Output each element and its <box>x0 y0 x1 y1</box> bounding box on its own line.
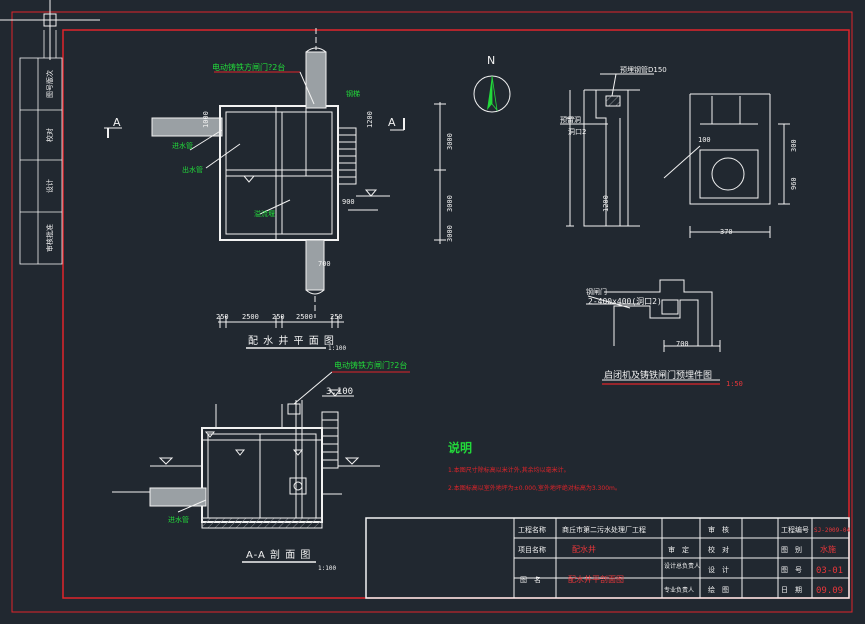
notes-heading: 说明 <box>448 440 472 455</box>
plan-dim-s0: 3000 <box>446 133 454 150</box>
plan-dim-s2: 3000 <box>446 225 454 242</box>
north-arrow <box>473 75 511 113</box>
section-view[interactable] <box>112 371 410 529</box>
plan-caption: 配 水 井 平 面 图 <box>248 334 335 347</box>
tb-r3: 校 对 <box>708 545 729 554</box>
plan-dim-b4: 250 <box>330 313 343 321</box>
plan-label-inlet: 进水管 <box>172 141 193 150</box>
north-arrow-letter: N <box>487 54 495 67</box>
section-label-pipe: 进水管 <box>168 515 189 524</box>
plan-bottom-pipe <box>305 239 325 291</box>
tb-code-value: SJ-2009-04 <box>814 527 851 534</box>
plan-dim-b3: 2500 <box>296 313 313 321</box>
detail-label-left2: 洞口2 <box>568 127 586 136</box>
detail-dim-370: 370 <box>720 228 733 236</box>
section-callout: 电动铸铁方闸门?2台 <box>334 360 407 370</box>
inner-frame <box>62 29 850 599</box>
tb-project-label: 工程名称 <box>518 525 546 534</box>
tb-r5: 设计总负责人 <box>664 562 700 570</box>
section-inlet-pipe <box>149 487 207 507</box>
crosshair-cursor <box>0 0 100 60</box>
margin-cell-1: 图号版次 <box>45 70 54 98</box>
tb-date-label: 日 期 <box>781 586 802 594</box>
tb-date-value: 09.09 <box>816 586 843 596</box>
detail-caption: 启闭机及铸铁闸门预埋件图 <box>604 369 712 381</box>
plan-dim-s1: 3000 <box>446 195 454 212</box>
tb-code-label: 工程编号 <box>781 525 809 534</box>
section-scale: 1:100 <box>318 565 336 572</box>
detail-view[interactable] <box>560 73 790 381</box>
detail-dim-100: 100 <box>698 136 711 144</box>
plan-dim-700: 700 <box>318 260 331 268</box>
plan-inlet-pipe <box>151 117 223 137</box>
notes-line-2: 2.本图标高以室外地坪为±0.000,室外地坪绝对标高为3.300m。 <box>448 484 621 492</box>
plan-section-mark-left: A <box>113 116 121 129</box>
tb-item-label: 项目名称 <box>518 545 546 554</box>
plan-dim-b2: 250 <box>272 313 285 321</box>
title-block <box>365 517 850 599</box>
detail-label-top: 预埋钢管D150 <box>620 65 667 74</box>
tb-r4: 设 计 <box>708 565 729 574</box>
plan-dim-inlet: 1000 <box>202 111 210 128</box>
section-elevation: 3.100 <box>326 387 353 397</box>
plan-dim-right: 1200 <box>366 111 374 128</box>
detail-dim-v0: 1200 <box>602 195 610 212</box>
detail-label-embed: 2-400x400(洞口2) <box>588 296 662 306</box>
tb-no-value: 03-01 <box>816 566 843 576</box>
plan-dim-b1: 2500 <box>242 313 259 321</box>
plan-dim-b0: 250 <box>216 313 229 321</box>
tb-no-label: 图 号 <box>781 566 802 574</box>
detail-dim-v1: 300 <box>790 139 798 152</box>
binding-margin <box>19 30 63 265</box>
detail-scale: 1:50 <box>726 380 743 388</box>
detail-dim-700: 700 <box>676 340 689 348</box>
tb-item-value: 配水井 <box>572 544 596 554</box>
tb-r7: 专业负责人 <box>664 586 694 594</box>
plan-label-outlet1: 出水管 <box>182 165 203 174</box>
plan-section-mark-right: A <box>388 116 396 129</box>
plan-view[interactable] <box>104 28 446 328</box>
plan-callout-top: 电动铸铁方闸门?2台 <box>212 62 285 72</box>
tb-r2: 审 定 <box>668 545 689 554</box>
tb-cat-label: 图 别 <box>781 545 802 554</box>
notes-line-1: 1.本图尺寸除标高以米计外,其余均以毫米计。 <box>448 466 570 474</box>
plan-label-stair: 钢梯 <box>346 89 360 98</box>
tb-cat-value: 水施 <box>820 544 836 554</box>
plan-tank <box>219 105 339 241</box>
plan-scale: 1:100 <box>328 345 346 352</box>
section-caption: A-A 剖 面 图 <box>246 548 311 561</box>
outer-frame <box>11 11 853 613</box>
tb-drawing-value: 配水井平剖面图 <box>568 574 624 584</box>
plan-label-weir: 溢流堰 <box>254 209 275 218</box>
margin-cell-4: 审核批准 <box>45 224 54 252</box>
tb-r1: 审 核 <box>708 525 729 534</box>
detail-label-left1: 预留洞 <box>560 115 581 124</box>
detail-label-gate: 钢闸门 <box>586 287 607 296</box>
plan-dim-900: 900 <box>342 198 355 206</box>
plan-top-pipe <box>305 51 327 109</box>
margin-cell-2: 校对 <box>45 128 54 142</box>
detail-dim-v2: 960 <box>790 177 798 190</box>
detail-pipe-circle <box>711 157 745 191</box>
margin-cell-3: 设计 <box>45 179 54 193</box>
tb-project-value: 商丘市第二污水处理厂工程 <box>562 525 646 534</box>
tb-drawing-label: 图 名 <box>520 575 541 584</box>
tb-r6: 绘 图 <box>708 585 729 594</box>
